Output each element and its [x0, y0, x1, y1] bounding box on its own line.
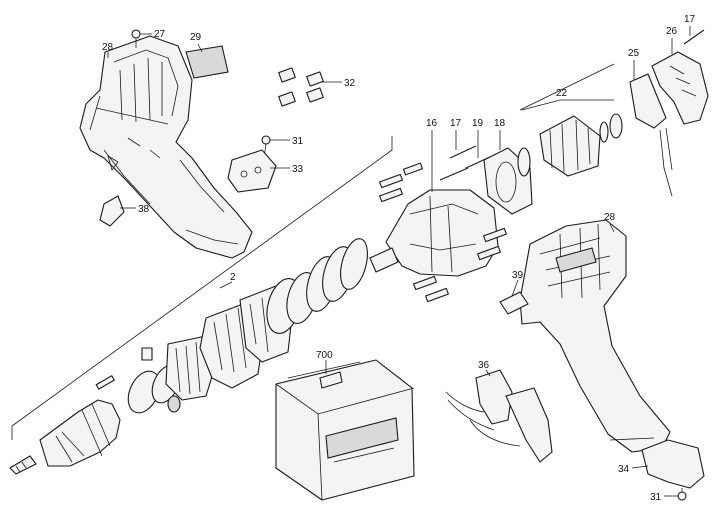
- callout-16: 16: [426, 118, 438, 129]
- callout-28-left: 28: [102, 42, 114, 53]
- group-2-bracket: [11, 136, 393, 440]
- callout-labels: 27 29 28 32 31 33 38 2 16 17 19 18 22 25…: [102, 14, 696, 503]
- gearbox-housing: [369, 189, 499, 277]
- part-29-label: [185, 45, 229, 79]
- gearbox-pins: [379, 162, 507, 303]
- callout-34: 34: [618, 464, 630, 475]
- callout-31-lower: 31: [650, 492, 662, 503]
- part-17-screw-right: [683, 29, 705, 45]
- callout-17-right: 17: [684, 14, 696, 25]
- part-39: [499, 291, 529, 315]
- housing-half-left: [79, 35, 253, 259]
- leader-lines: [107, 26, 691, 497]
- part-34-foot: [641, 439, 705, 489]
- callout-25: 25: [628, 48, 640, 59]
- callout-38: 38: [138, 204, 150, 215]
- part-26-cover: [651, 51, 709, 125]
- chuck-screw: [9, 455, 37, 475]
- callout-31-upper: 31: [292, 136, 304, 147]
- part-31-screw-lower: [677, 488, 687, 501]
- part-33-block: [227, 149, 277, 193]
- callout-33: 33: [292, 164, 304, 175]
- callout-27: 27: [154, 29, 166, 40]
- callout-28-right: 28: [604, 212, 616, 223]
- part-38-tab: [99, 195, 125, 227]
- chuck: [39, 399, 121, 467]
- callout-17-center: 17: [450, 118, 462, 129]
- callout-26: 26: [666, 26, 678, 37]
- clutch-assembly: [95, 238, 368, 414]
- callout-700: 700: [316, 350, 333, 361]
- part-36-switch: [445, 369, 553, 463]
- part-32-clips: [278, 67, 324, 107]
- callout-19: 19: [472, 118, 484, 129]
- callout-39: 39: [512, 270, 524, 281]
- callout-29: 29: [190, 32, 202, 43]
- callout-32: 32: [344, 78, 356, 89]
- part-31-screw-upper: [261, 135, 271, 159]
- housing-brand-label: [555, 247, 597, 273]
- callout-2: 2: [230, 272, 236, 283]
- carrying-case: [275, 359, 415, 501]
- part-25-board: [629, 73, 673, 197]
- motor-assembly: [517, 113, 623, 177]
- callout-18: 18: [494, 118, 506, 129]
- callout-22: 22: [556, 88, 568, 99]
- callout-36: 36: [478, 360, 490, 371]
